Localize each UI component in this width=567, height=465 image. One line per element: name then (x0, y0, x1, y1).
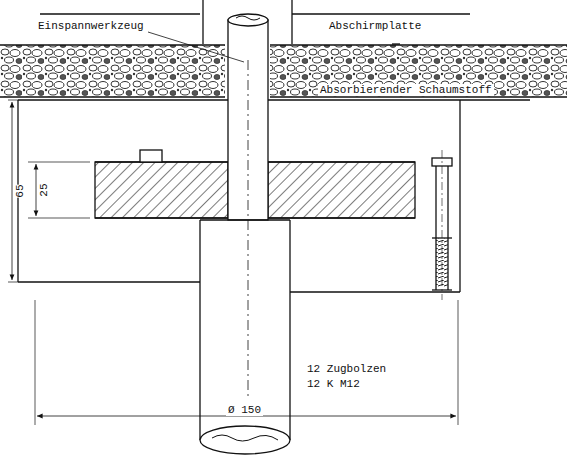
part-label: 12 K M12 (305, 378, 362, 390)
part-label: Absorbierender Schaumstoff (318, 84, 494, 96)
dimension-label: 65 (14, 184, 26, 197)
part-label: 12 Zugbolzen (305, 363, 388, 375)
part-label: Abschirmplatte (327, 20, 423, 32)
part-label: Einspannwerkzeug (38, 20, 144, 32)
dimension-label: Ø 150 (226, 404, 263, 416)
dimension-label: 25 (38, 183, 50, 196)
